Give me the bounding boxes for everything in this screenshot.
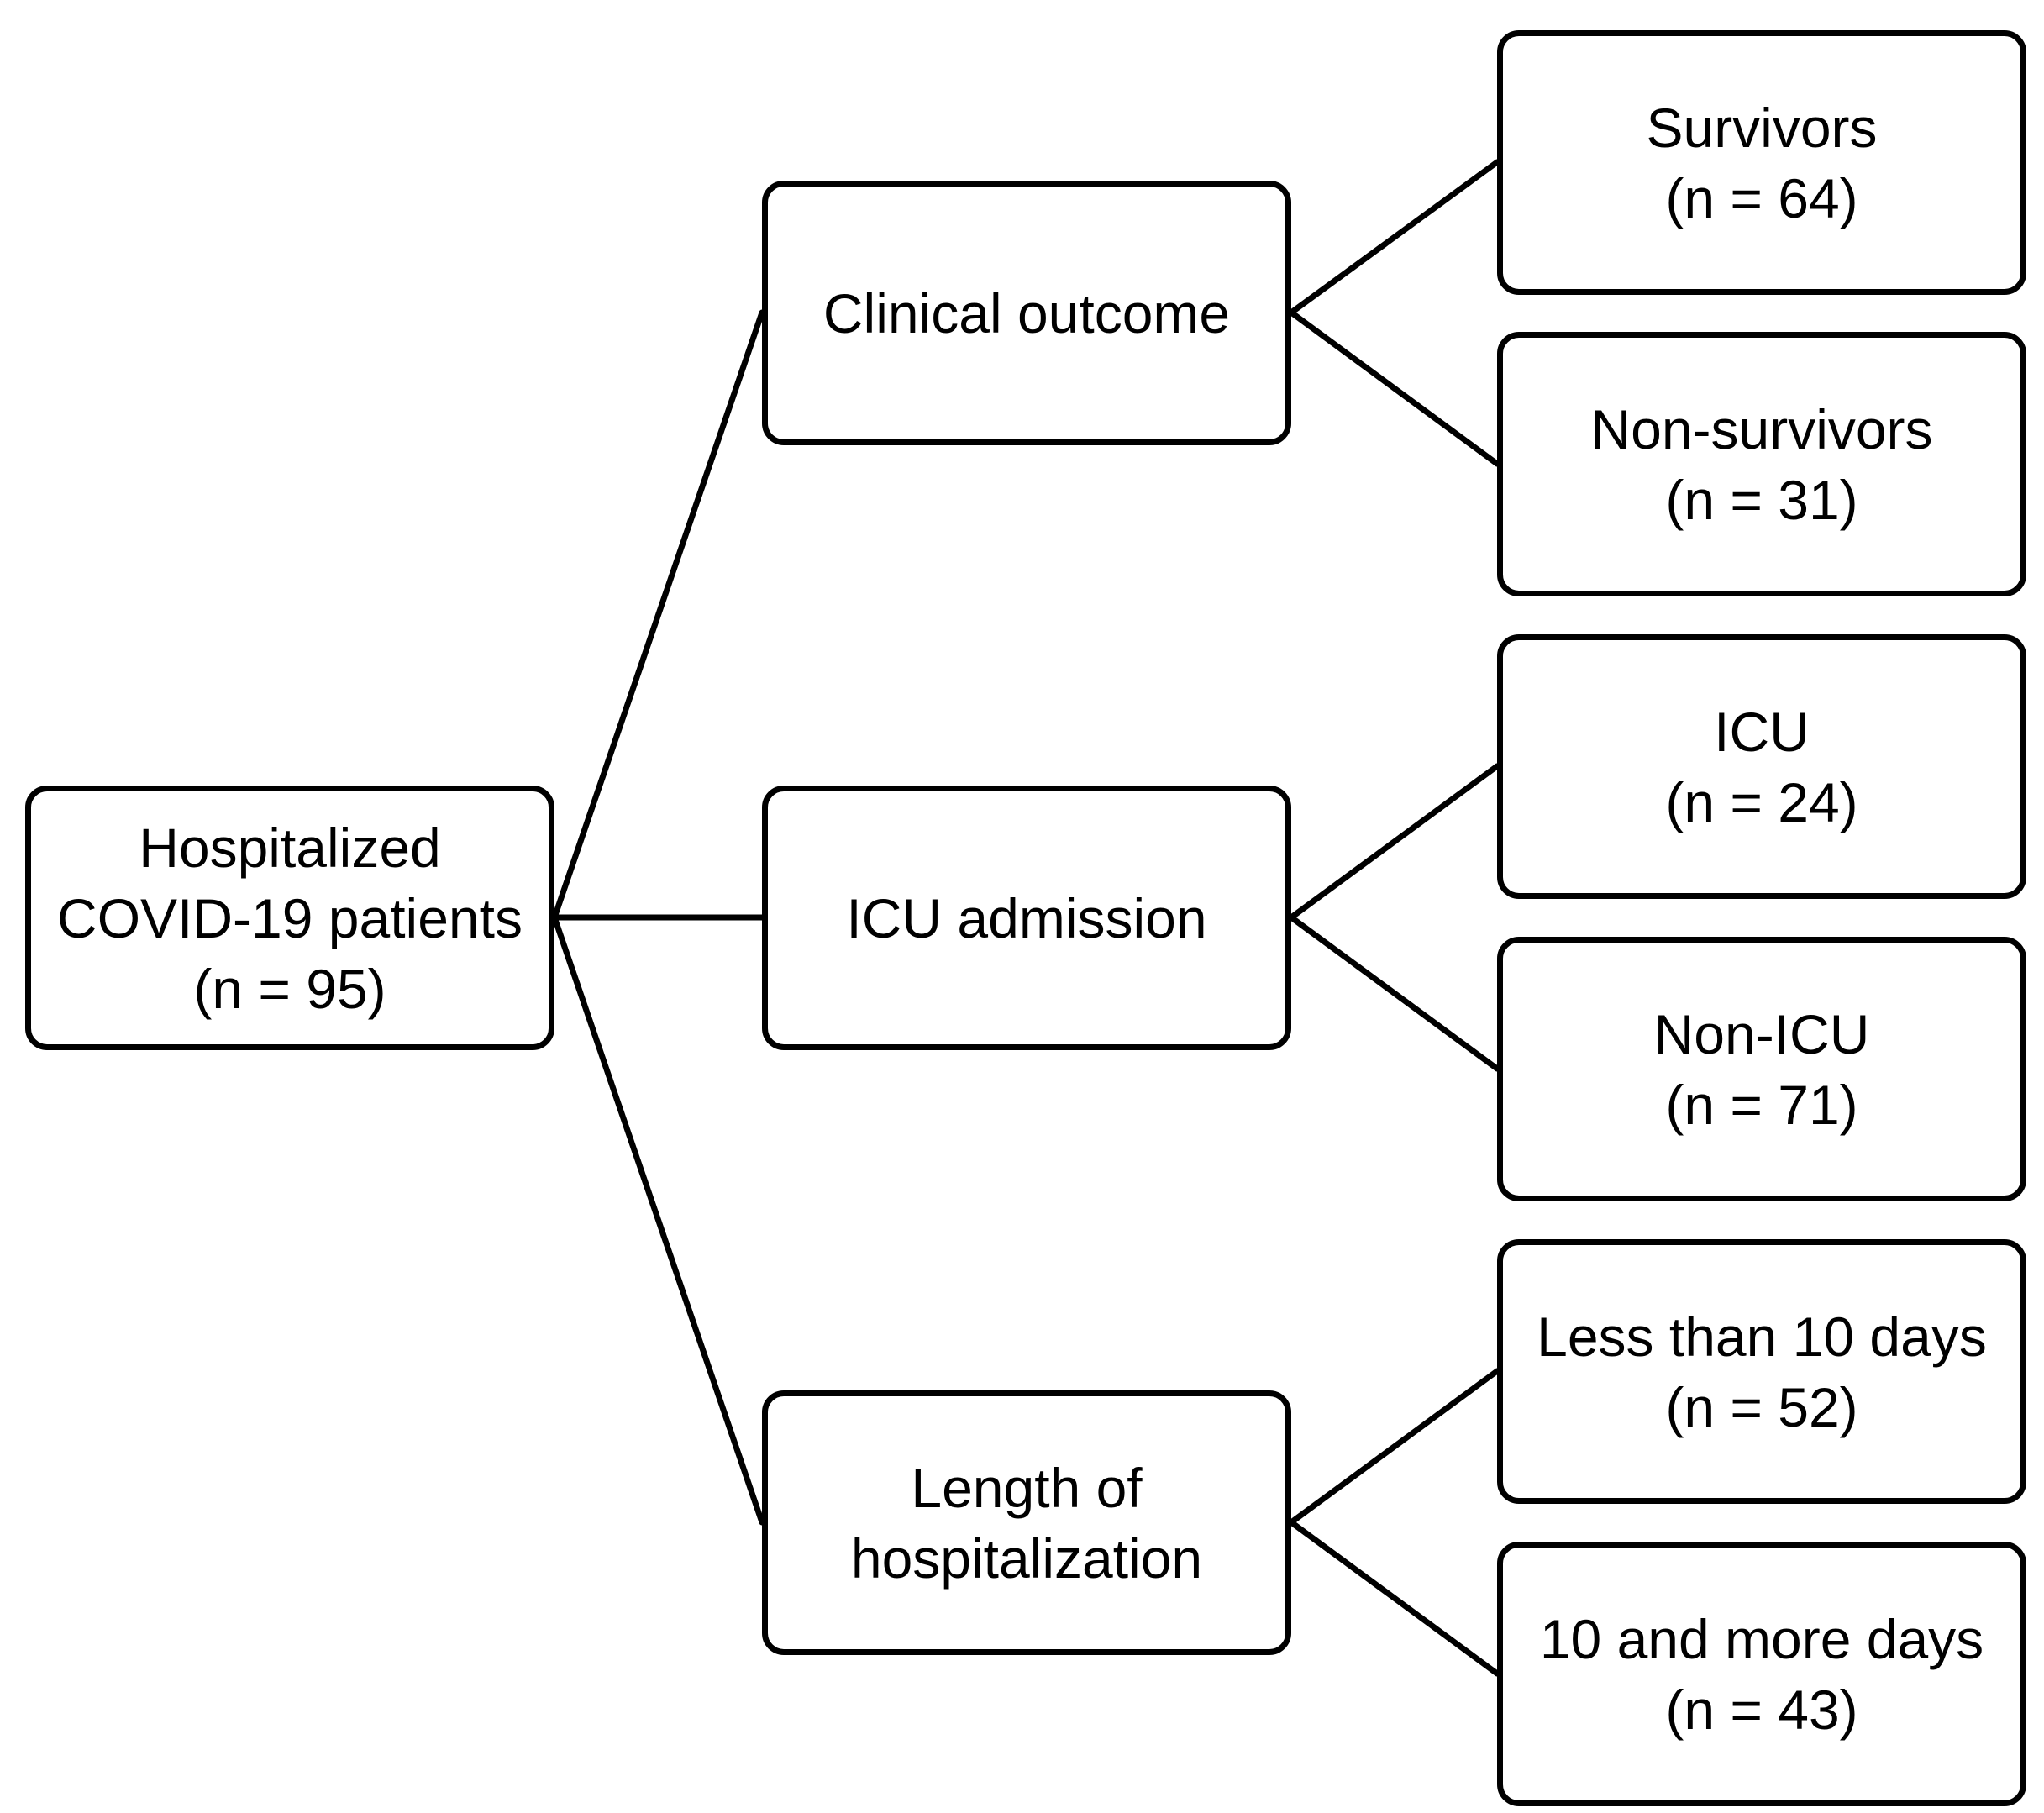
icu-admission-node: ICU admission	[762, 786, 1291, 1050]
connector-icu-to-nonicu	[1288, 914, 1500, 1072]
connector-root-to-length	[551, 914, 765, 1526]
icu-group-count: (n = 24)	[1665, 770, 1858, 833]
connector-clinical-to-survivors	[1288, 159, 1500, 316]
connector-clinical-to-nonsurvivors	[1288, 309, 1500, 467]
icu-admission-label: ICU admission	[846, 886, 1207, 949]
survivors-label: Survivors	[1646, 96, 1878, 159]
less-than-10-days-node: Less than 10 days (n = 52)	[1497, 1239, 2026, 1504]
clinical-outcome-node: Clinical outcome	[762, 181, 1291, 445]
less-than-10-days-count: (n = 52)	[1665, 1375, 1858, 1438]
ten-and-more-days-node: 10 and more days (n = 43)	[1497, 1542, 2026, 1806]
connector-length-to-more10	[1288, 1519, 1500, 1677]
connector-icu-to-icu	[1288, 763, 1500, 921]
non-icu-count: (n = 71)	[1665, 1073, 1858, 1136]
non-survivors-node: Non-survivors (n = 31)	[1497, 332, 2026, 596]
survivors-count: (n = 64)	[1665, 166, 1858, 229]
non-icu-label: Non-ICU	[1653, 1002, 1870, 1065]
connector-length-to-less10	[1288, 1368, 1500, 1526]
non-icu-node: Non-ICU (n = 71)	[1497, 937, 2026, 1201]
less-than-10-days-label: Less than 10 days	[1537, 1305, 1987, 1368]
survivors-node: Survivors (n = 64)	[1497, 30, 2026, 295]
ten-and-more-days-count: (n = 43)	[1665, 1678, 1858, 1741]
root-line-2: COVID-19 patients	[57, 886, 523, 949]
non-survivors-count: (n = 31)	[1665, 468, 1858, 531]
length-label-line-2: hospitalization	[850, 1527, 1203, 1590]
non-survivors-label: Non-survivors	[1590, 397, 1933, 460]
ten-and-more-days-label: 10 and more days	[1539, 1607, 1984, 1670]
root-line-1: Hospitalized	[139, 816, 441, 879]
length-label-line-1: Length of	[911, 1456, 1143, 1519]
root-count: (n = 95)	[193, 957, 386, 1020]
connector-root-to-clinical	[551, 309, 765, 921]
length-of-hospitalization-node: Length of hospitalization	[762, 1390, 1291, 1655]
clinical-outcome-label: Clinical outcome	[822, 281, 1231, 344]
icu-group-label: ICU	[1714, 700, 1810, 763]
icu-group-node: ICU (n = 24)	[1497, 634, 2026, 899]
root-node: Hospitalized COVID-19 patients (n = 95)	[25, 786, 554, 1050]
